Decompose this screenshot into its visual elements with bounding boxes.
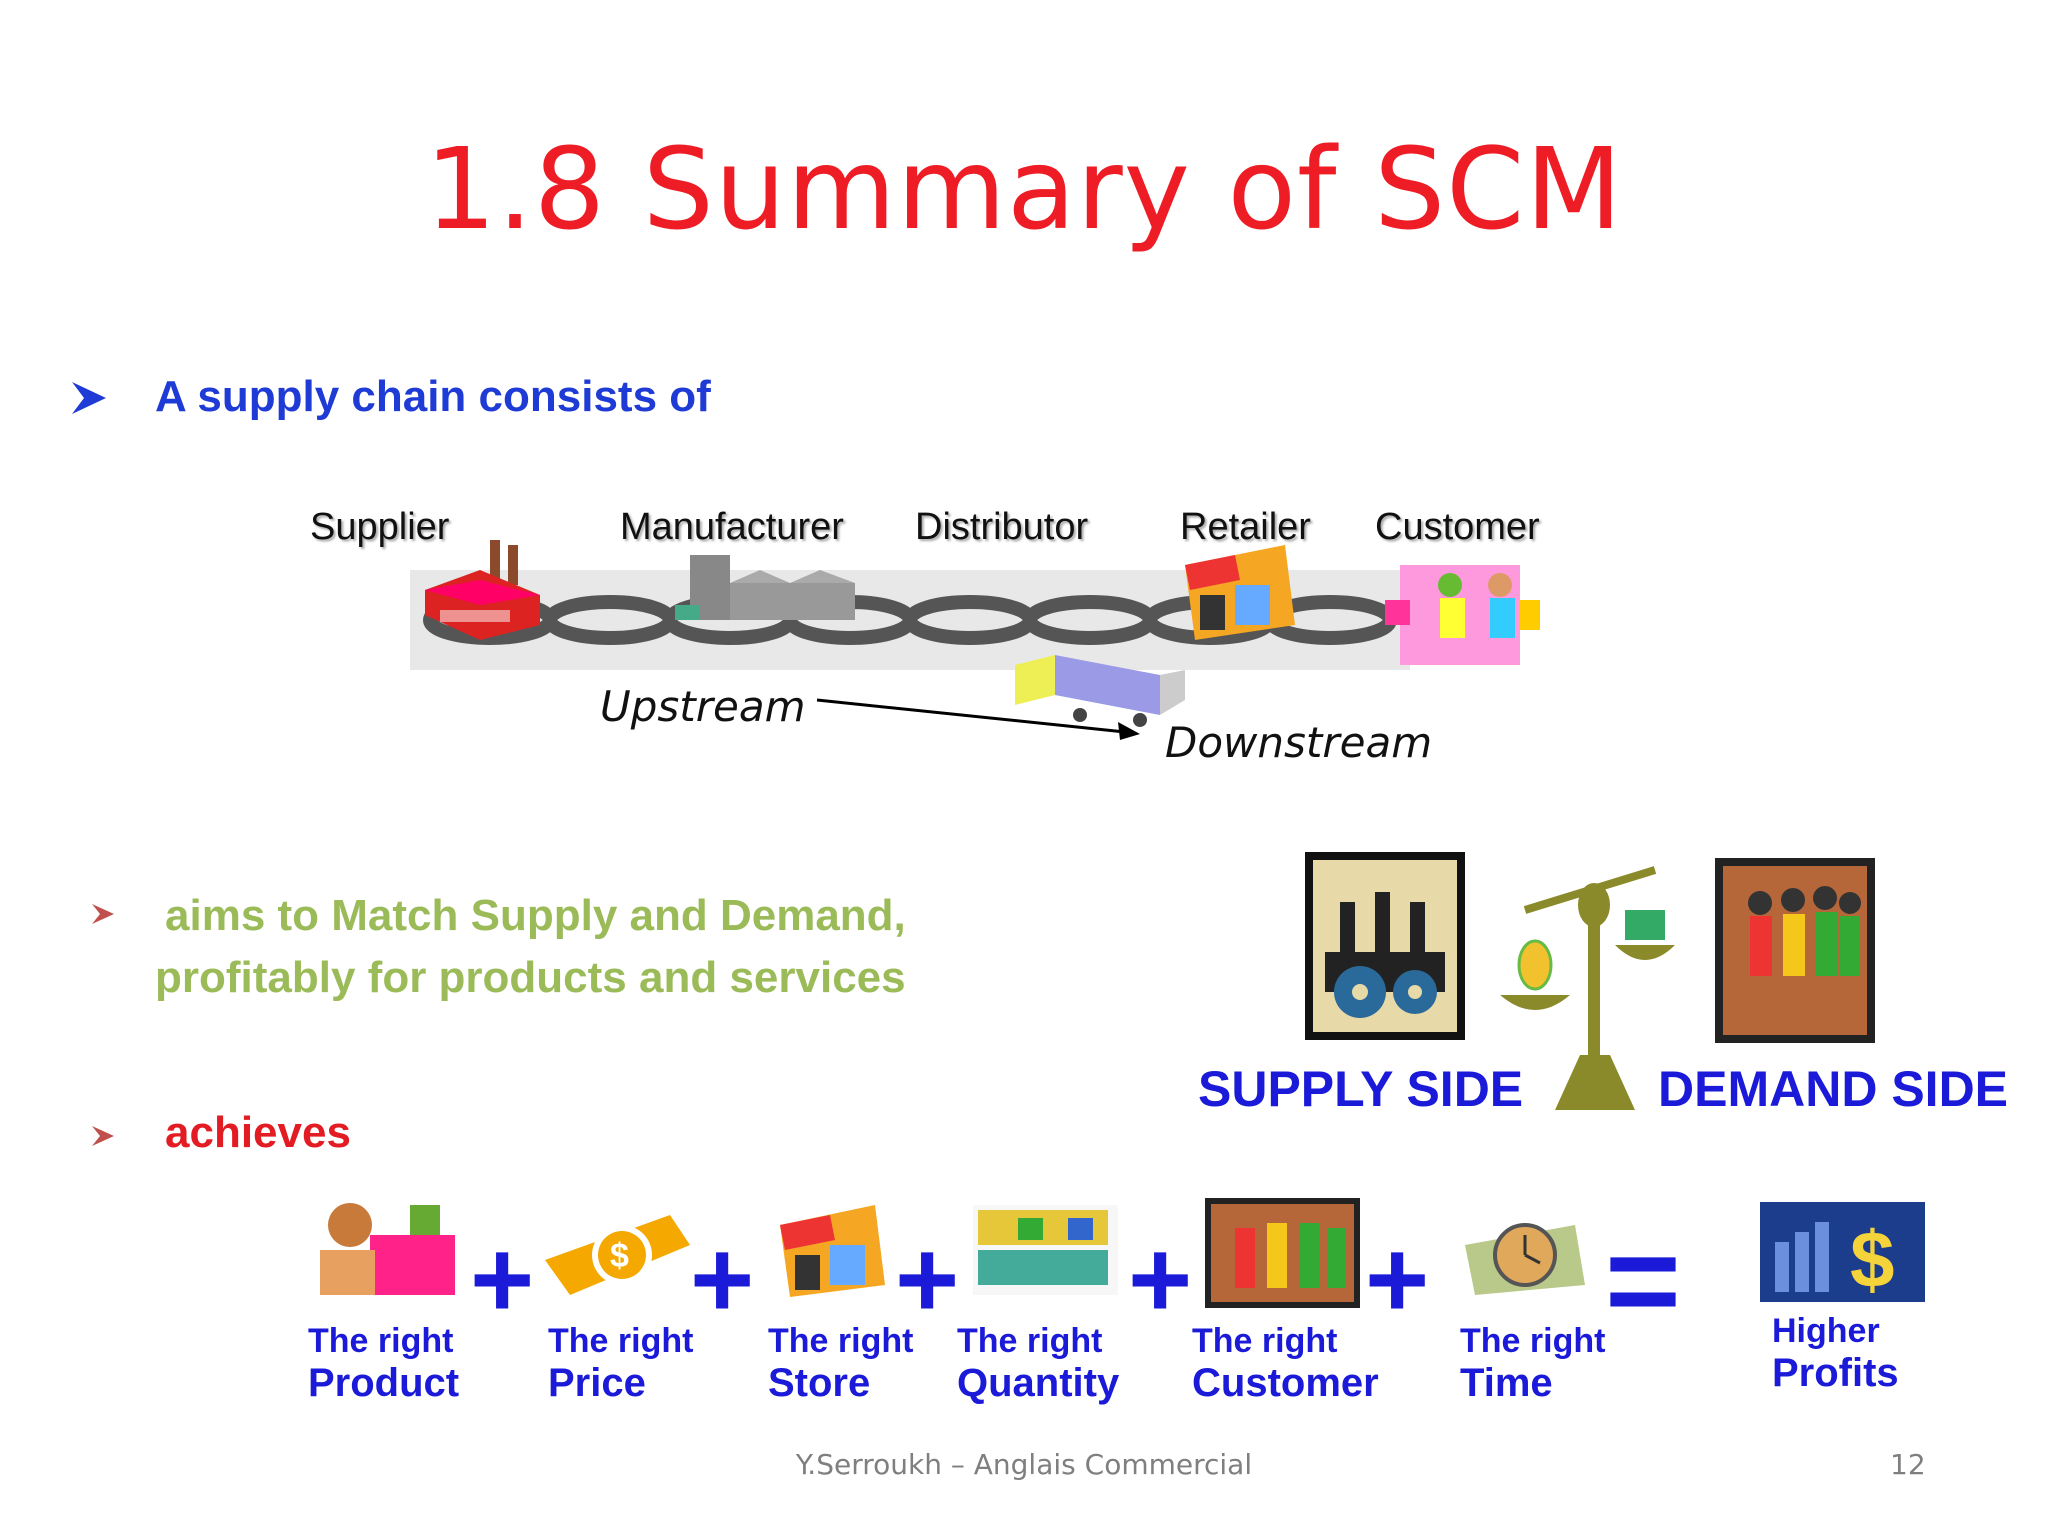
right-bottom-label: Price — [548, 1361, 646, 1405]
right-top-label: The right — [308, 1322, 454, 1360]
plus-sign: + — [690, 1218, 755, 1341]
flow-arrow — [816, 698, 1140, 740]
right-bottom-label: Quantity — [957, 1361, 1120, 1405]
right-bottom-label: Customer — [1192, 1361, 1379, 1405]
arrow-bullet-icon — [72, 382, 106, 414]
bullet-achieves: achieves — [165, 1108, 351, 1157]
svg-text:$: $ — [1850, 1215, 1895, 1302]
stage-supplier: Supplier — [310, 506, 450, 548]
right-bottom-label: Time — [1460, 1361, 1553, 1405]
right-store: The right Store — [768, 1322, 913, 1406]
right-customer: The right Customer — [1192, 1322, 1379, 1406]
right-quantity: The right Quantity — [957, 1322, 1119, 1406]
arrow-bullet-icon — [92, 1126, 114, 1146]
plus-sign: + — [895, 1218, 960, 1341]
right-top-label: The right — [957, 1322, 1103, 1360]
result-top-label: Higher — [1772, 1312, 1880, 1350]
right-top-label: The right — [1192, 1322, 1338, 1360]
plus-sign: + — [470, 1218, 535, 1341]
balance-scale-icon — [1500, 866, 1675, 1110]
product-groceries-icon — [320, 1203, 455, 1295]
plus-sign: + — [1128, 1218, 1193, 1341]
right-bottom-label: Store — [768, 1361, 871, 1405]
distributor-truck-icon — [1015, 655, 1185, 727]
result-higher-profits: Higher Profits — [1772, 1312, 1899, 1396]
quantity-shelves-icon — [973, 1205, 1118, 1295]
arrow-bullet-icon — [92, 904, 114, 924]
stage-retailer: Retailer — [1180, 506, 1311, 548]
supply-factory-gears-icon — [1305, 852, 1465, 1040]
upstream-label: Upstream — [600, 682, 806, 731]
equals-sign: = — [1605, 1207, 1681, 1353]
right-top-label: The right — [548, 1322, 694, 1360]
store-icon — [780, 1205, 885, 1297]
demand-people-icon — [1715, 858, 1875, 1043]
result-bottom-label: Profits — [1772, 1351, 1899, 1395]
bullet-line-1: aims to Match Supply and Demand, — [165, 891, 906, 940]
customer-people-icon — [1205, 1198, 1360, 1308]
right-bottom-label: Product — [308, 1361, 460, 1405]
right-top-label: The right — [768, 1322, 914, 1360]
profits-chart-dollar-icon: $ — [1760, 1202, 1925, 1302]
bullet-match-supply-demand: aims to Match Supply and Demand, profita… — [155, 885, 906, 1009]
price-dollar-icon: $ — [545, 1215, 690, 1295]
stage-customer: Customer — [1375, 506, 1540, 548]
manufacturer-icon — [675, 555, 855, 620]
bullet-supply-chain: A supply chain consists of — [155, 372, 711, 421]
shoppers-icon — [1385, 565, 1540, 665]
downstream-label: Downstream — [1165, 718, 1433, 767]
supply-side-label: SUPPLY SIDE — [1198, 1061, 1524, 1117]
right-top-label: The right — [1460, 1322, 1606, 1360]
demand-side-label: DEMAND SIDE — [1658, 1061, 2009, 1117]
retailer-store-icon — [1185, 545, 1295, 640]
factory-icon — [425, 540, 540, 640]
bullet-line-2: profitably for products and services — [155, 953, 906, 1002]
plus-sign: + — [1365, 1218, 1430, 1341]
svg-text:$: $ — [610, 1237, 629, 1275]
stage-manufacturer: Manufacturer — [620, 506, 844, 548]
slide-footer: Y.Serroukh – Anglais Commercial — [795, 1448, 1253, 1481]
right-product: The right Product — [308, 1322, 459, 1406]
time-stopwatch-icon — [1465, 1223, 1585, 1295]
slide-title: 1.8 Summary of SCM — [424, 125, 1624, 255]
right-time: The right Time — [1460, 1322, 1605, 1406]
page-number: 12 — [1890, 1448, 1926, 1481]
right-price: The right Price — [548, 1322, 693, 1406]
stage-distributor: Distributor — [915, 506, 1089, 548]
